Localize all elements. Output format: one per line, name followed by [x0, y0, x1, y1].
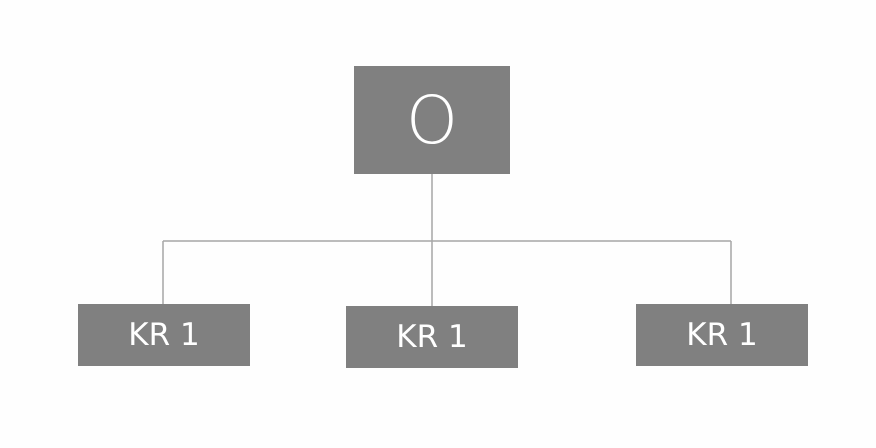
key-result-label: KR 1: [686, 317, 758, 353]
key-result-label: KR 1: [396, 319, 468, 355]
key-result-box-2: KR 1: [346, 306, 518, 368]
key-result-label: KR 1: [128, 317, 200, 353]
objective-box: O: [354, 66, 510, 174]
objective-label: O: [406, 81, 458, 159]
key-result-box-3: KR 1: [636, 304, 808, 366]
key-result-box-1: KR 1: [78, 304, 250, 366]
